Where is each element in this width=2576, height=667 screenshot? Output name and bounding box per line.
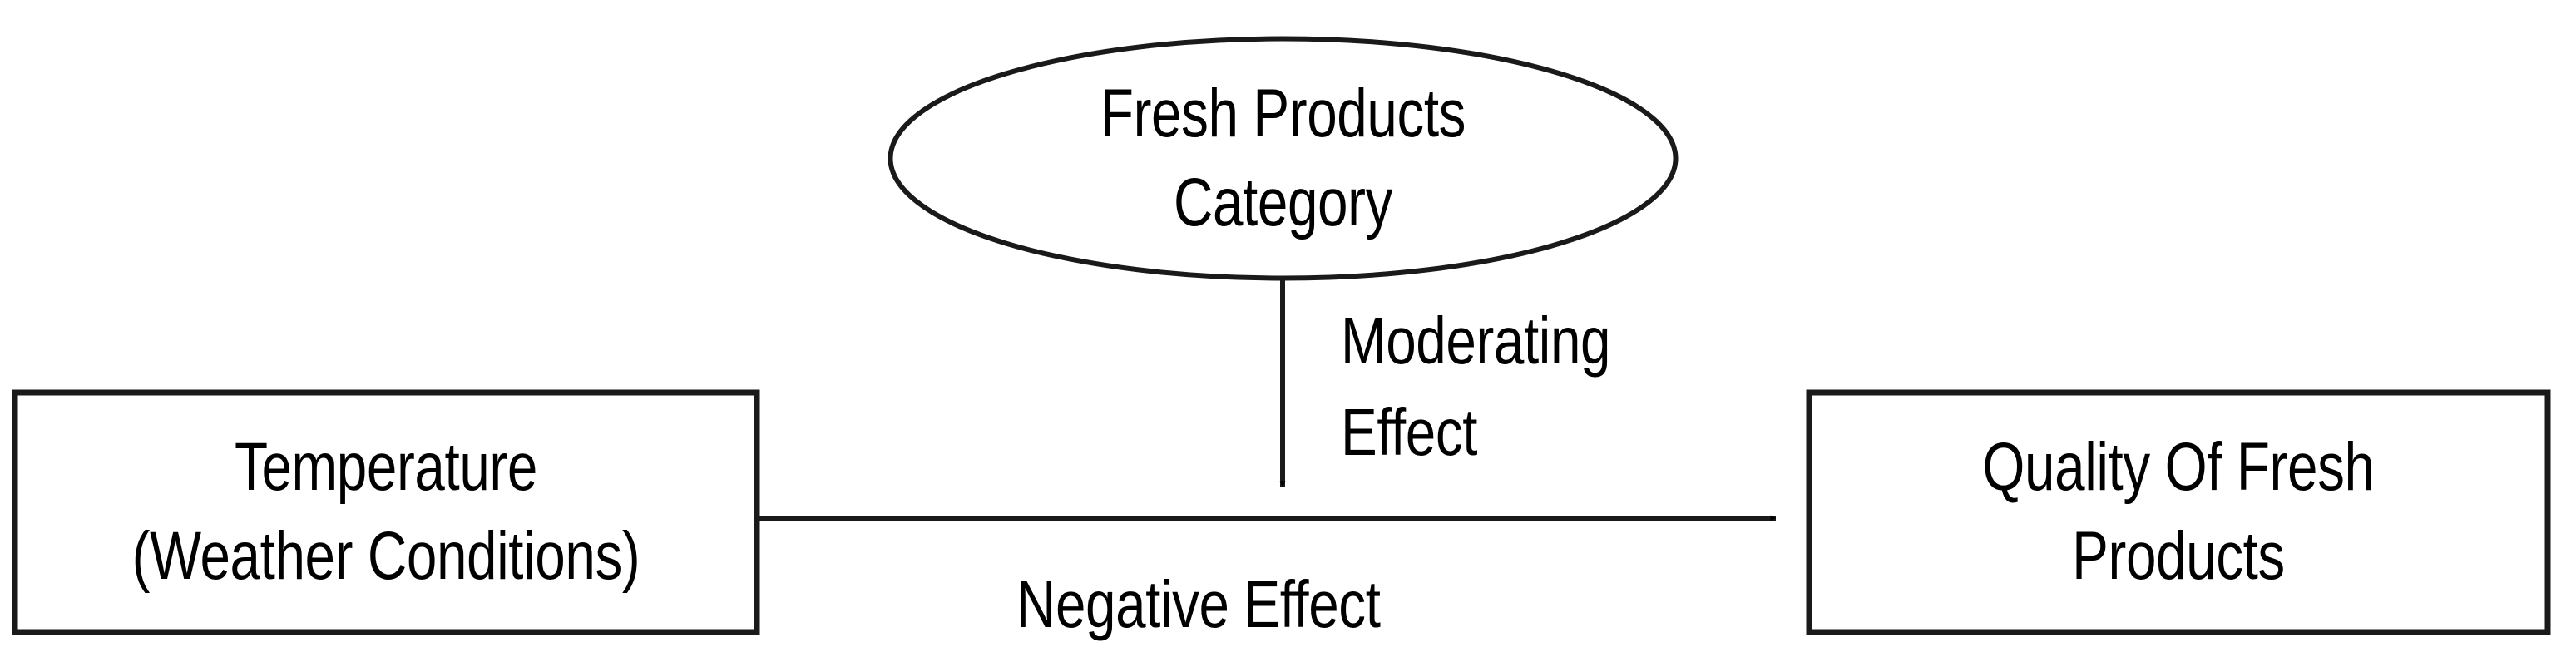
node-quality-of-fresh-products-label: Quality Of Fresh Products [1982,429,2375,594]
node-temperature-label: Temperature (Weather Conditions) [131,429,640,594]
edge-negative-effect-label: Negative Effect [1016,567,1381,641]
node-temperature-box[interactable] [12,389,760,635]
edge-moderating-effect-label: Moderating Effect [1341,304,1611,470]
node-fresh-products-category-label: Fresh Products Category [1100,75,1466,240]
node-fresh-products-category-ellipse[interactable] [888,36,1679,281]
node-quality-of-fresh-products-box[interactable] [1806,389,2551,635]
